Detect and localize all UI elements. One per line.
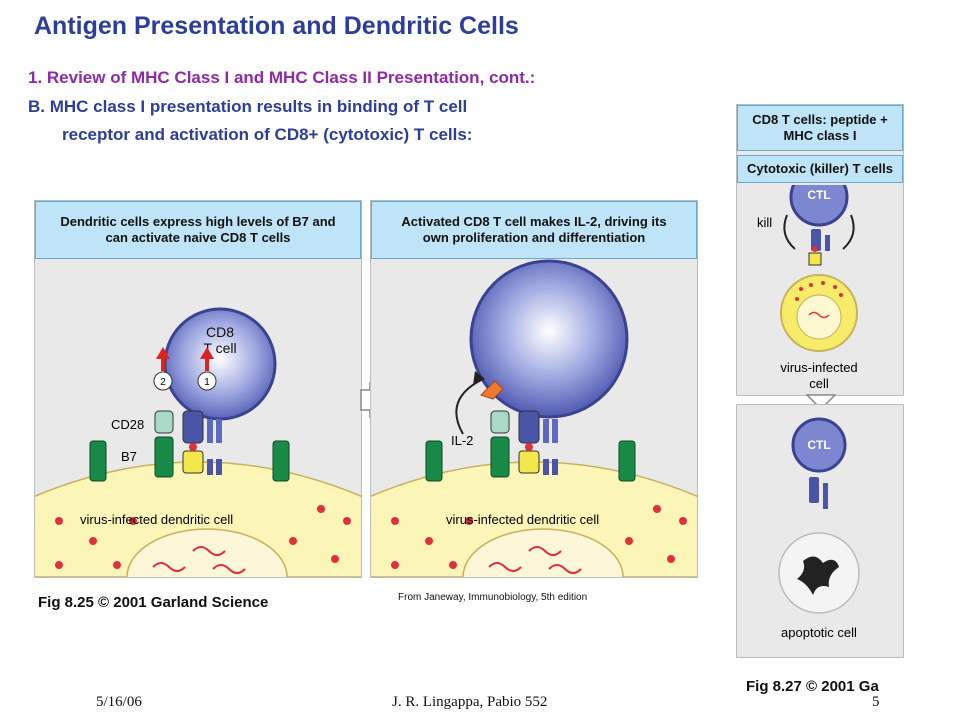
subtitle-line-2: B. MHC class I presentation results in b… [28, 97, 468, 116]
signal-1-label: 1 [204, 377, 210, 388]
subtitle-line-1: 1. Review of MHC Class I and MHC Class I… [28, 68, 536, 87]
footer-page-number: 5 [872, 694, 880, 710]
apoptotic-label: apoptotic cell [781, 625, 857, 640]
fig827-header-2: Cytotoxic (killer) T cells [737, 155, 903, 183]
fig827-bottom-panel: CTL apoptotic cell [736, 404, 904, 658]
fig827-apoptosis-diagram: CTL apoptotic cell [778, 417, 860, 640]
fig825-right-panel: Activated CD8 T cell makes IL-2, driving… [370, 200, 698, 578]
dendritic-cell-label-left: virus-infected dendritic cell [80, 512, 234, 527]
il2-label: IL-2 [451, 433, 473, 448]
fig825-left-diagram: CD8 T cell 2 1 CD28 B7 [35, 307, 361, 577]
ctl-cell-top [789, 185, 849, 227]
fig827-header-1: CD8 T cells: peptide + MHC class I [737, 105, 903, 151]
mhc-class-i [182, 450, 204, 474]
credit-note: From Janeway, Immunobiology, 5th edition [398, 592, 588, 603]
kill-label: kill [757, 215, 772, 230]
subtitle-line-3: receptor and activation of CD8+ (cytotox… [62, 125, 473, 144]
infected-label-2: cell [809, 376, 829, 391]
fig825-right-caption: Activated CD8 T cell makes IL-2, driving… [371, 201, 697, 259]
viral-particles [55, 505, 351, 569]
fig825-left-panel: Dendritic cells express high levels of B… [34, 200, 362, 578]
signal-2-label: 2 [160, 377, 166, 388]
fig827-kill-diagram: CTL kill virus-infected cell [757, 185, 858, 391]
cd28-receptor [154, 410, 174, 434]
fig825-caption: Fig 8.25 © 2001 Garland Science [38, 594, 269, 611]
fig827-caption: Fig 8.27 © 2001 Ga [746, 678, 879, 695]
slide-title: Antigen Presentation and Dendritic Cells [34, 12, 519, 40]
fig825-left-caption: Dendritic cells express high levels of B… [35, 201, 361, 259]
activated-cd8-t-cell [469, 259, 629, 419]
footer-date: 5/16/06 [96, 694, 142, 710]
t-cell-label: T cell [203, 340, 236, 356]
fig825-right-diagram: IL-2 [371, 259, 697, 577]
viral-particles-2 [391, 505, 687, 569]
cd8-label: CD8 [206, 324, 234, 340]
fig827-top-panel: CD8 T cells: peptide + MHC class I Cytot… [736, 104, 904, 396]
dendritic-cell-label-right: virus-infected dendritic cell [446, 512, 600, 527]
footer-author: J. R. Lingappa, Pabio 552 [392, 694, 548, 710]
infected-label-1: virus-infected [780, 360, 857, 375]
dendritic-cell-membrane [35, 461, 361, 577]
ctl-label-bottom: CTL [807, 438, 830, 452]
ctl-cell-bottom [791, 417, 847, 473]
dendritic-cell-membrane-2 [371, 461, 697, 577]
ctl-label-top: CTL [807, 188, 830, 202]
cd28-label: CD28 [111, 417, 144, 432]
b7-molecule [154, 436, 174, 478]
tcr-receptor [182, 410, 204, 444]
fig827-down-arrow [806, 394, 836, 410]
b7-label: B7 [121, 449, 137, 464]
